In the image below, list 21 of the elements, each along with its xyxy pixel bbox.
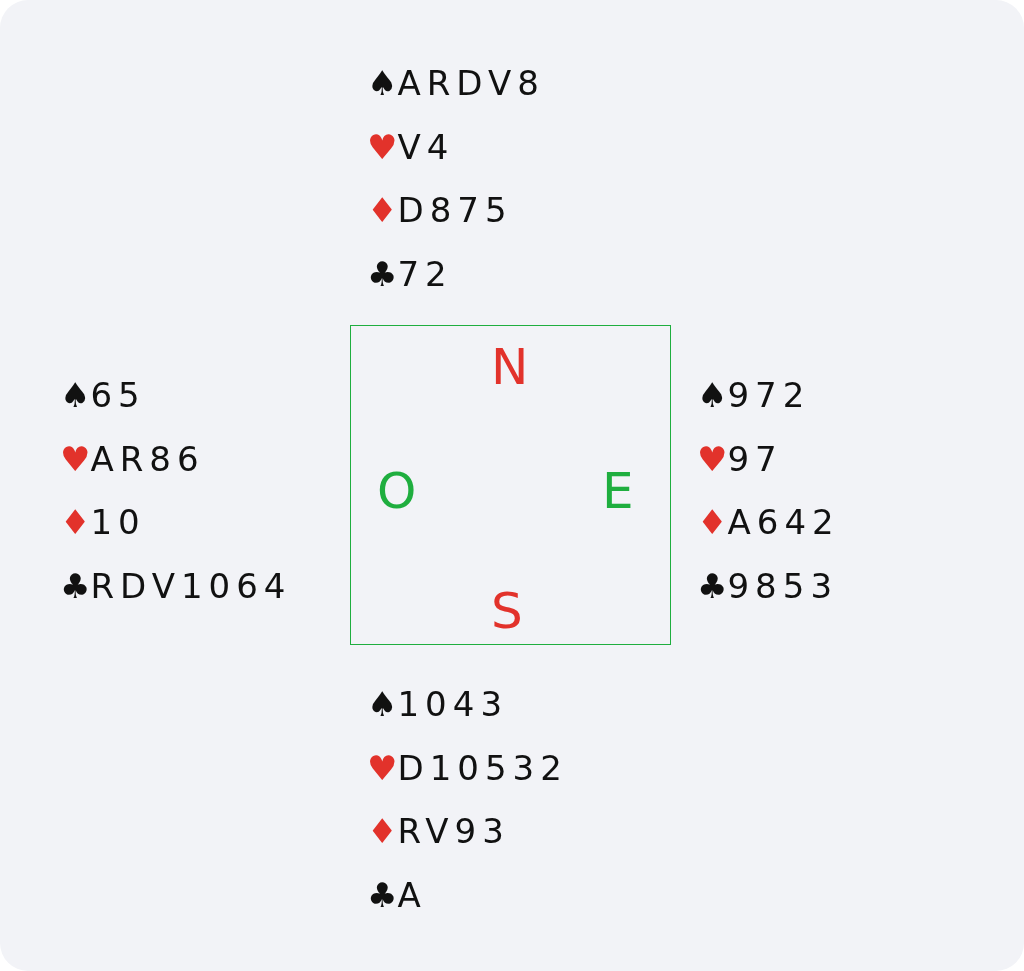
compass-letter: O: [377, 463, 417, 519]
hand-line: ♦10: [60, 502, 146, 542]
hand-line: ♣A: [367, 874, 427, 915]
hand-line: ♠ARDV8: [367, 63, 545, 103]
hand-line: ♣RDV1064: [60, 565, 292, 606]
hand-line: ♦A642: [697, 502, 840, 542]
compass-letter: S: [491, 583, 523, 639]
hand-line: ♠1043: [367, 684, 508, 724]
compass-box: [350, 325, 671, 645]
hand-line: ♦RV93: [367, 811, 510, 851]
hand-line: ♦D875: [367, 190, 513, 230]
hand-line: ♥97: [697, 438, 783, 479]
hand-line: ♥V4: [367, 126, 455, 167]
hand-line: ♥AR86: [60, 438, 205, 479]
hand-line: ♣9853: [697, 565, 838, 606]
hand-line: ♠65: [60, 375, 146, 415]
compass-letter: E: [602, 463, 634, 519]
hand-line: ♥D10532: [367, 747, 568, 788]
hand-line: ♠972: [697, 375, 811, 415]
hand-line: ♣72: [367, 253, 453, 294]
compass-letter: N: [491, 339, 529, 395]
